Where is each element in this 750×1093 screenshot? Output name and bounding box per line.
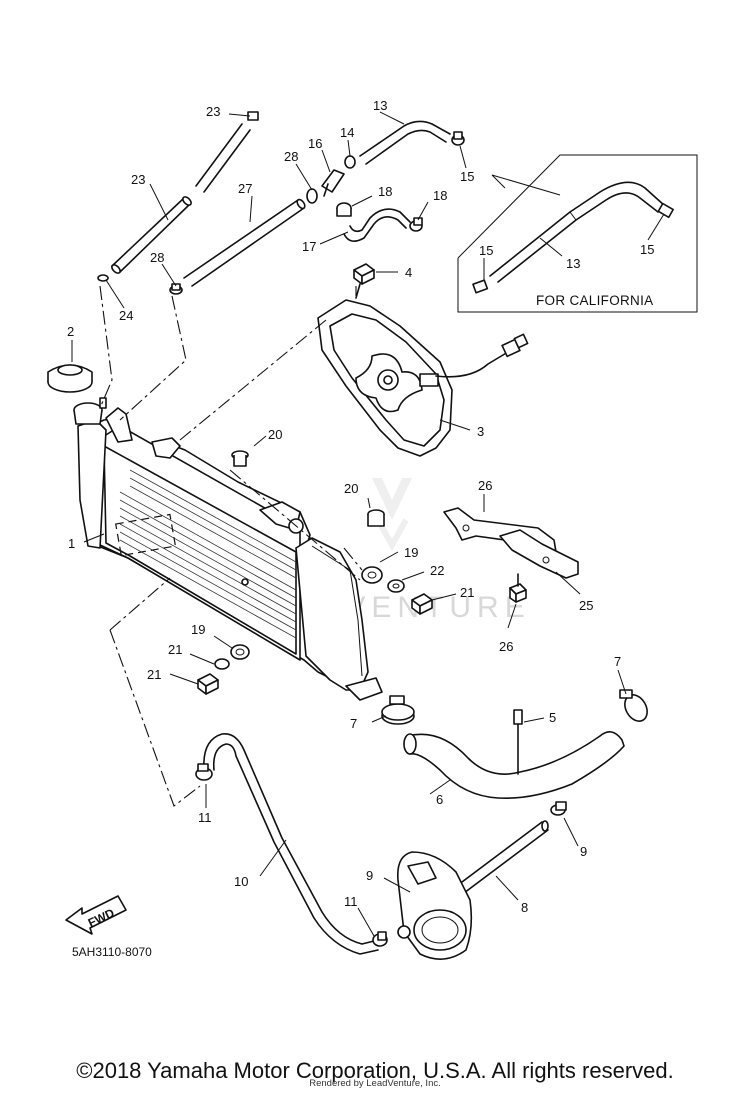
callouts: 23 13 14 15 16 28 23 27 18 18 17 28 24 4… xyxy=(67,98,654,915)
bolt-4 xyxy=(353,263,375,299)
cooling-fan xyxy=(317,299,529,457)
clamp-17 xyxy=(409,217,423,232)
callout-8: 8 xyxy=(521,900,528,915)
clamp-13-upper xyxy=(451,131,465,146)
callout-21: 22 xyxy=(430,563,444,578)
radiator xyxy=(77,407,383,701)
copyright-footer: ©2018 Yamaha Motor Corporation, U.S.A. A… xyxy=(76,1058,674,1083)
callout-19: 20 xyxy=(268,427,282,442)
callout-4: 4 xyxy=(405,265,412,280)
callout-11: 11 xyxy=(198,810,212,825)
clamp-13-lower xyxy=(344,155,356,169)
tie-5 xyxy=(513,709,523,775)
callout-23: 23 xyxy=(206,104,220,119)
clamp-7-right xyxy=(619,689,648,722)
callout-23: 24 xyxy=(119,308,133,323)
callout-9: 9 xyxy=(366,868,373,883)
hose-22 xyxy=(111,196,192,274)
callout-12: 13 xyxy=(373,98,387,113)
callout-7: 7 xyxy=(614,654,621,669)
callout-15: 17 xyxy=(302,239,316,254)
callout-14: 16 xyxy=(308,136,322,151)
radiator-cap xyxy=(47,364,93,393)
callout-9: 9 xyxy=(580,844,587,859)
callout-28: 28 xyxy=(150,250,164,265)
callout-20: 21 xyxy=(147,667,161,682)
callout-24: 25 xyxy=(579,598,593,613)
hose-15 xyxy=(343,208,411,242)
callout-17: 18 xyxy=(433,188,447,203)
callout-1: 1 xyxy=(68,536,75,551)
joint-16 xyxy=(336,202,352,217)
callout-22: 23 xyxy=(131,172,145,187)
callout-21: 21 xyxy=(168,642,182,657)
callout-11: 11 xyxy=(344,894,358,909)
bolt-20-left xyxy=(197,673,219,695)
callout-6: 6 xyxy=(436,792,443,807)
clamp-28-left xyxy=(169,283,183,295)
callout-13: 14 xyxy=(340,125,354,140)
callout-13: 15 xyxy=(640,242,654,257)
leader-lines xyxy=(71,111,627,937)
california-hose xyxy=(472,181,674,294)
diagram-code: 5AH3110-8070 xyxy=(72,945,152,959)
callout-16: 18 xyxy=(378,184,392,199)
hose-12 xyxy=(359,120,451,165)
pipe-14 xyxy=(321,169,345,197)
clamp-9-right xyxy=(550,801,567,816)
callout-5: 5 xyxy=(549,710,556,725)
clamp-28-right xyxy=(306,188,318,204)
callout-28: 28 xyxy=(284,149,298,164)
clamp-11-upper xyxy=(195,763,213,781)
california-leaders xyxy=(483,213,665,280)
rendered-by-text: Rendered by LeadVenture, Inc. xyxy=(309,1078,441,1089)
callout-18: 19 xyxy=(191,622,205,637)
callout-13: 15 xyxy=(460,169,474,184)
grommet-19-lower xyxy=(367,509,385,527)
water-pump xyxy=(396,851,473,960)
hose-10 xyxy=(203,733,379,955)
damper-18-left xyxy=(230,644,250,660)
filler-neck xyxy=(73,397,107,425)
grommet-19-upper xyxy=(231,450,249,467)
clamp-7-left xyxy=(381,695,415,725)
clamp-11-lower xyxy=(372,931,388,947)
callout-19: 20 xyxy=(344,481,358,496)
california-box xyxy=(457,154,698,313)
callout-10: 10 xyxy=(234,874,248,889)
fwd-arrow-icon: FWD xyxy=(65,895,127,935)
damper-18-right xyxy=(361,566,383,584)
collar-21-right xyxy=(387,579,405,593)
hose-27 xyxy=(183,198,306,287)
callout-18: 19 xyxy=(404,545,418,560)
hose-6 xyxy=(403,731,625,800)
hose-23 xyxy=(195,111,259,193)
reference-lines xyxy=(99,285,363,807)
callout-3: 3 xyxy=(477,424,484,439)
callout-20: 21 xyxy=(460,585,474,600)
california-label: FOR CALIFORNIA xyxy=(536,293,653,308)
bracket-24 xyxy=(499,529,579,579)
callout-7: 7 xyxy=(350,716,357,731)
bolt-26 xyxy=(509,573,527,603)
callout-13: 15 xyxy=(479,243,493,258)
clamp-23-lower xyxy=(97,274,109,282)
callout-26: 26 xyxy=(499,639,513,654)
collar-21-left xyxy=(214,658,230,670)
bolt-20-right xyxy=(411,593,433,615)
callout-27: 27 xyxy=(238,181,252,196)
callout-12: 13 xyxy=(566,256,580,271)
callout-25: 26 xyxy=(478,478,492,493)
watermark-logo xyxy=(372,478,412,552)
callout-2: 2 xyxy=(67,324,74,339)
